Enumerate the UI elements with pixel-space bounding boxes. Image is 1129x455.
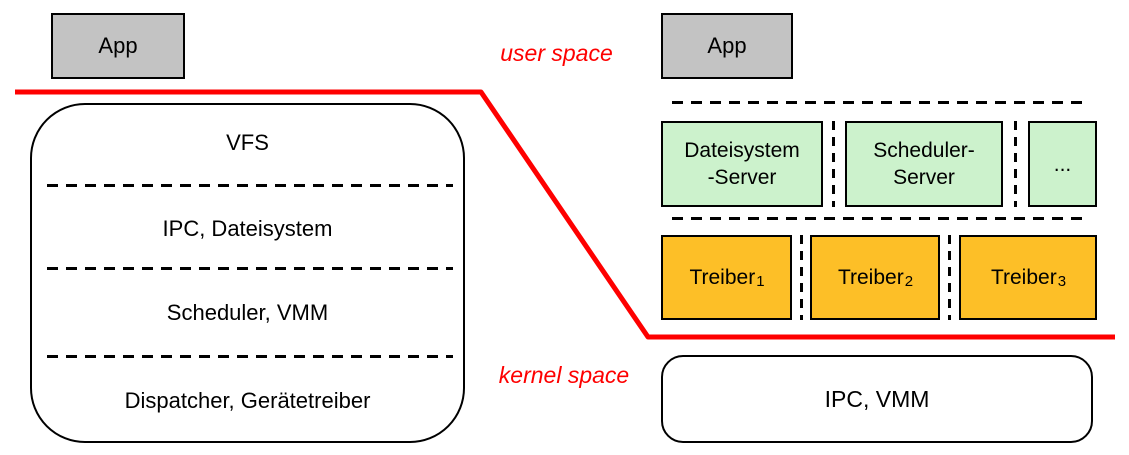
layer-divider-2 — [47, 267, 453, 270]
layer-ipc-dateisystem: IPC, Dateisystem — [162, 216, 333, 241]
dateisystem-server-line1: Dateisystem — [684, 139, 800, 162]
driver-separator-1 — [800, 235, 803, 320]
layer-scheduler-vmm: Scheduler, VMM — [166, 300, 329, 325]
scheduler-server-box: Scheduler- Server — [845, 121, 1003, 207]
layer-divider-3 — [47, 355, 453, 358]
monolithic-kernel-box — [30, 103, 465, 443]
server-row-top-dashed-line — [672, 101, 1087, 104]
dateisystem-server-line2: -Server — [707, 166, 777, 189]
treiber-1-label: Treiber — [689, 265, 756, 289]
app-box-left: App — [51, 13, 185, 79]
scheduler-server-line2: Server — [893, 166, 955, 189]
app-box-right: App — [661, 13, 793, 79]
dateisystem-server-box: Dateisystem -Server — [661, 121, 823, 207]
server-row-bottom-dashed-line — [672, 217, 1087, 220]
driver-separator-2 — [948, 235, 951, 320]
layer-dispatcher-geraetetreiber: Dispatcher, Gerätetreiber — [124, 388, 371, 413]
server-separator-1 — [832, 121, 835, 207]
microkernel-label: IPC, VMM — [824, 385, 930, 412]
kernel-space-label: kernel space — [498, 362, 630, 388]
scheduler-server-line1: Scheduler- — [873, 139, 975, 162]
layer-vfs: VFS — [226, 130, 269, 155]
microkernel-box: IPC, VMM — [661, 355, 1093, 443]
server-separator-2 — [1014, 121, 1017, 207]
app-label-left: App — [98, 33, 138, 58]
user-space-label: user space — [500, 40, 613, 66]
layer-divider-1 — [47, 184, 453, 187]
app-label-right: App — [707, 33, 747, 58]
ellipsis-label: ... — [1053, 152, 1072, 176]
treiber-3-label: Treiber — [990, 265, 1057, 289]
treiber-2-label: Treiber — [837, 265, 904, 289]
ellipsis-server-box: ... — [1028, 121, 1097, 207]
